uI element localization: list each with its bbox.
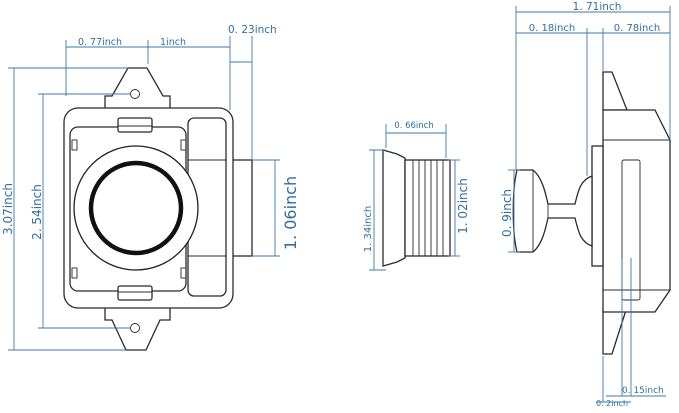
side-dimensions: 1. 71inch 0. 18inch 0. 78inch 0. 9inch 0… — [500, 1, 671, 408]
dim-side-knob-offset: 0. 18inch — [529, 23, 575, 34]
front-corner-mark-tr — [180, 139, 187, 151]
dim-front-side-height: 1. 06inch — [281, 176, 300, 250]
dim-side-bottom-small: 0. 15inch — [622, 386, 664, 396]
dim-front-overall-height: 3.07inch — [1, 183, 15, 235]
front-bottom-screw-hole — [130, 323, 140, 333]
dim-front-top-left: 0. 77inch — [78, 37, 122, 48]
button-flange — [382, 149, 406, 267]
front-top-tab — [117, 117, 153, 133]
button-view — [382, 149, 451, 267]
side-top-wedge — [602, 71, 628, 111]
front-button-ring — [88, 160, 184, 256]
front-view — [63, 67, 253, 351]
front-top-flange — [104, 67, 171, 117]
dim-front-inner-height: 2. 54inch — [30, 184, 44, 240]
front-corner-mark-br — [180, 267, 187, 279]
dim-side-bottom-offset: 0. 2inch — [596, 399, 628, 408]
dim-side-body: 0. 78inch — [614, 23, 660, 34]
dim-button-outer: 1. 34inch — [363, 206, 374, 252]
button-dimensions: 0. 66inch 1. 34inch 1. 02inch — [363, 121, 470, 271]
side-bottom-wedge — [602, 309, 627, 355]
dim-side-overall: 1. 71inch — [573, 1, 622, 13]
dim-front-top-body: 1inch — [160, 37, 186, 48]
front-dimensions: 0. 77inch 1inch 0. 23inch 3.07inch 2. 54… — [1, 24, 300, 351]
dim-button-inner: 1. 02inch — [456, 178, 470, 234]
front-side-block — [231, 159, 253, 257]
front-bottom-tab — [117, 285, 153, 301]
side-knob — [512, 169, 593, 253]
front-corner-mark-bl — [71, 267, 78, 279]
front-top-screw-hole — [130, 89, 140, 99]
dim-front-top-offset: 0. 23inch — [228, 24, 277, 36]
dim-side-knob: 0. 9inch — [500, 189, 514, 237]
front-corner-mark-tl — [71, 139, 78, 151]
button-body — [404, 159, 451, 257]
side-front-plate — [591, 145, 604, 267]
dim-button-length: 0. 66inch — [394, 121, 433, 131]
side-view — [512, 71, 671, 355]
